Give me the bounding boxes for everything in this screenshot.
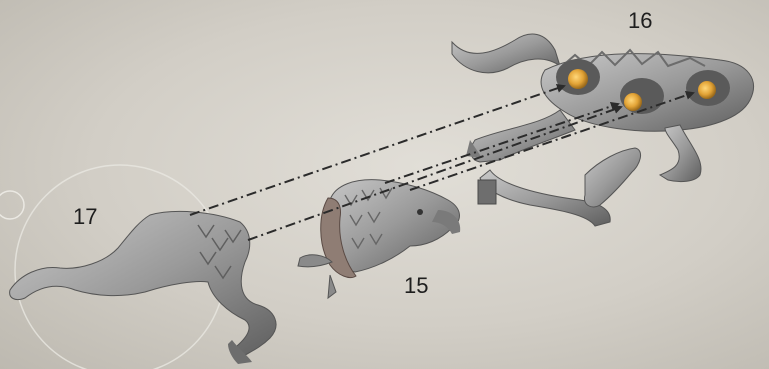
- callout-head: 15: [404, 273, 428, 299]
- alignment-pin-3: [698, 81, 716, 99]
- alignment-pin-1: [568, 69, 588, 89]
- alignment-pin-2: [624, 93, 642, 111]
- callout-front-body: 17: [73, 204, 97, 230]
- assembly-arrow-4: [410, 93, 693, 190]
- callout-rear-body: 16: [628, 8, 652, 34]
- griffin-rear-body-part: [452, 34, 753, 226]
- background-watermark-circle-inner: [0, 191, 24, 219]
- griffin-front-body-part: [10, 211, 276, 364]
- assembly-arrow-3: [385, 104, 618, 183]
- eagle-head-part: [298, 180, 460, 298]
